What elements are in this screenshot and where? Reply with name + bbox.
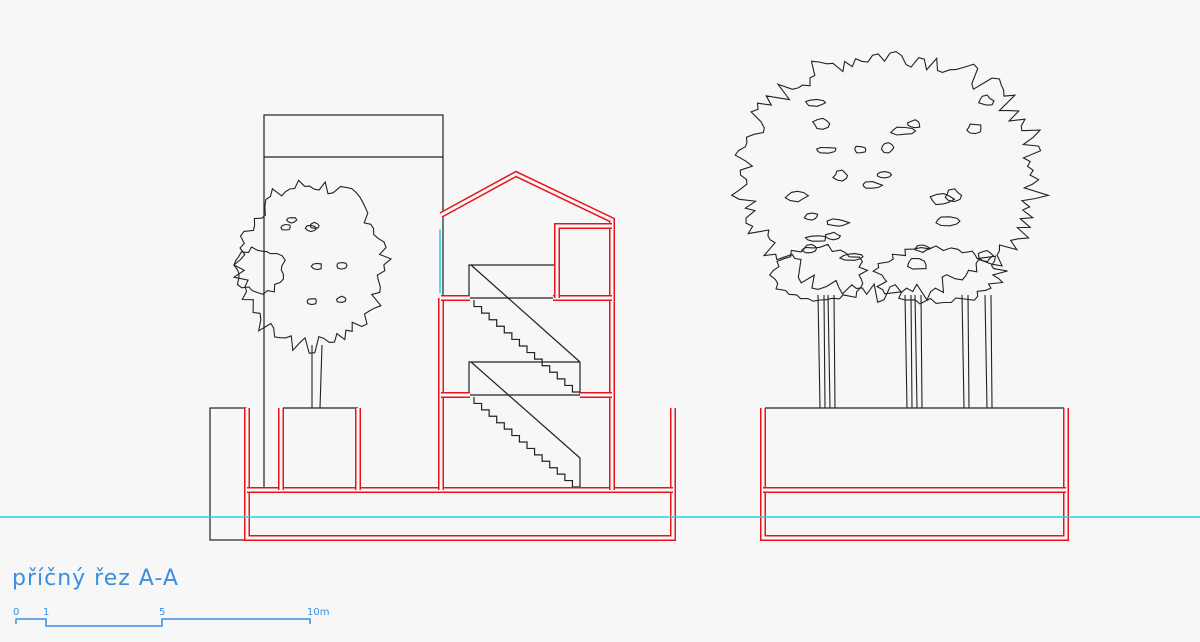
right-tree-leaf-gap: [977, 94, 995, 106]
right-tree-leaf-gap: [811, 117, 831, 130]
right-tree-leaf-gap: [832, 169, 849, 182]
neighbor-building: [263, 114, 444, 489]
left-tree-leaf-gap: [335, 295, 347, 303]
right-tree-leaf-gap: [906, 119, 921, 129]
right-tree-leaf-gap: [977, 250, 995, 263]
wall-9: [760, 408, 1069, 541]
right-tree-trunk: [990, 294, 993, 409]
left-tree-trunk: [319, 344, 323, 409]
right-tree-leaf-gap: [838, 253, 864, 261]
right-tree-trunk: [833, 294, 836, 409]
wall-inner-9: [761, 408, 1068, 540]
left-tree-leaf-gap: [336, 262, 348, 270]
right-tree-leaf-gap: [935, 216, 961, 227]
left-tree-leaf-gap: [304, 224, 318, 233]
right-tree-trunk: [823, 294, 826, 409]
right-tree-leaf-gap: [824, 231, 842, 241]
wall-inner-8: [555, 224, 612, 298]
left-tree-leaf-gap: [280, 223, 291, 231]
right-tree-leaf-gap: [966, 123, 982, 135]
right-tree-canopy: [730, 51, 1051, 303]
right-tree-leaf-gap: [914, 244, 932, 254]
wall-8: [554, 223, 612, 298]
right-tree-trunk: [967, 294, 970, 409]
elevation-lines: [209, 114, 1064, 541]
drawing-title: příčný řez A-A: [12, 566, 179, 591]
scale-tick-5: 5: [159, 607, 166, 618]
scale-bar: [15, 618, 311, 627]
right-tree-leaf-gap: [929, 193, 956, 206]
left-tree-leaf-gap: [285, 217, 298, 224]
right-tree-trunk: [961, 294, 965, 409]
right-tree-leaf-gap: [800, 243, 818, 254]
staircase-lower: [468, 361, 581, 488]
left-box: [209, 407, 247, 541]
right-tree-leaf-gap: [880, 142, 895, 154]
right-tree-trunk: [817, 294, 821, 409]
right-tree-leaf-gap: [944, 188, 963, 203]
right-tree-leaf-gap: [784, 190, 810, 203]
right-tree-trunk: [920, 294, 923, 409]
scale-tick-0: 0: [13, 607, 20, 618]
right-tree-leaf-gap: [906, 257, 927, 270]
right-tree-leaf-gap: [876, 171, 893, 179]
left-tree-leaf-gap: [310, 262, 322, 271]
right-tree-trunk: [904, 294, 908, 409]
right-tree-trunk: [910, 294, 913, 409]
scale-tick-1: 1: [43, 607, 50, 618]
staircase-upper: [468, 264, 581, 395]
left-tree-canopy: [232, 179, 393, 354]
right-tree-leaf-gap: [862, 181, 884, 189]
left-tree-leaf-gap: [306, 298, 317, 306]
right-tree-leaf-gap: [804, 235, 826, 242]
right-tree-leaf-gap: [803, 212, 819, 221]
scale-tick-10: 10m: [307, 607, 330, 618]
right-tree-trunk: [984, 294, 988, 409]
right-tree-leaf-gap: [804, 98, 827, 107]
right-tree-trunk: [914, 294, 918, 409]
right-tree-trunk: [827, 294, 831, 409]
left-tree-canopy-lobe: [233, 246, 286, 295]
right-tree-canopy-lobe: [872, 245, 1008, 305]
right-tree-leaf-gap: [889, 126, 917, 136]
right-tree-leaf-gap: [826, 218, 852, 227]
trees: [232, 51, 1051, 409]
section-walls: [244, 170, 1069, 541]
right-tree-leaf-gap: [815, 146, 837, 154]
wall-inner-5: [440, 172, 614, 490]
right-tree-leaf-gap: [854, 145, 867, 154]
right-tree-canopy-lobe: [768, 243, 869, 302]
wall-inner-0: [245, 408, 675, 540]
